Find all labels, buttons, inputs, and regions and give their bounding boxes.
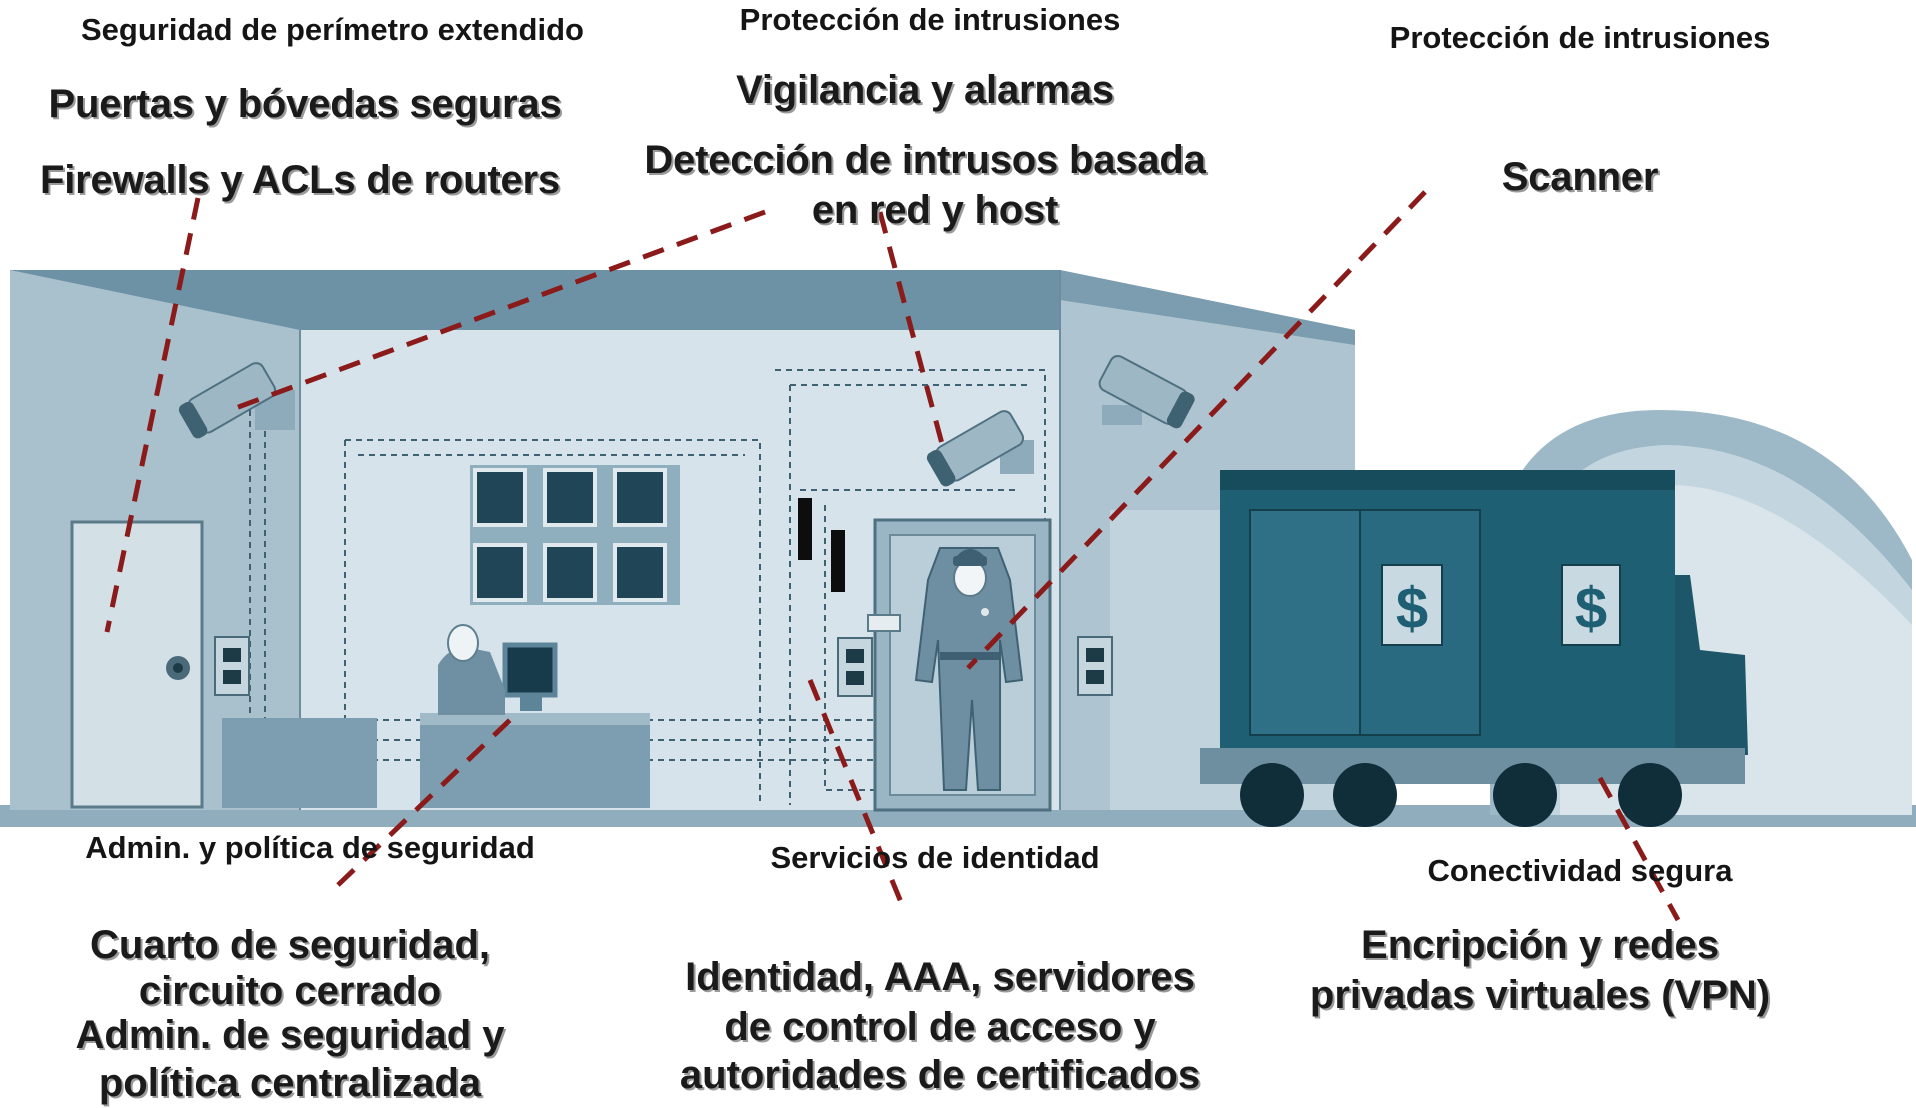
camera-center — [926, 410, 1034, 487]
label-central-admin-line2: política centralizada — [98, 1061, 482, 1105]
category-secure-connectivity: Conectividad segura — [1427, 853, 1733, 888]
category-intrusion-protection-right: Protección de intrusiones — [1389, 20, 1771, 55]
pointer-firewall — [104, 197, 201, 633]
truck-right-dollar-sign: $ — [1575, 576, 1607, 641]
label-identity-line3: autoridades de certificados — [679, 1053, 1201, 1097]
label-firewalls-acls: Firewalls y ACLs de routers — [40, 158, 560, 202]
pointer-surveillance — [224, 209, 766, 415]
left-door — [70, 520, 204, 809]
label-surveillance-alarms: Vigilancia y alarmas — [736, 68, 1114, 112]
label-secure-doors-vaults: Puertas y bóvedas seguras — [48, 82, 562, 126]
barrier-post-1 — [798, 498, 812, 560]
security-guard — [914, 547, 1024, 791]
camera-left — [178, 362, 295, 439]
category-extended-perimeter: Seguridad de perímetro extendido — [81, 12, 584, 47]
pointer-vpn — [1597, 776, 1681, 922]
pointer-identity — [807, 679, 908, 913]
category-intrusion-protection-center: Protección de intrusiones — [739, 2, 1121, 37]
label-ids-line1: Detección de intrusos basada — [644, 138, 1206, 182]
label-ids-line2: en red y host — [811, 188, 1059, 232]
keypad-center — [837, 637, 873, 697]
label-identity-line1: Identidad, AAA, servidores — [685, 955, 1195, 999]
keypad-left — [214, 636, 250, 696]
barrier-post-2 — [831, 530, 845, 592]
pointer-security-room — [336, 716, 514, 887]
category-security-admin-policy: Admin. y política de seguridad — [85, 830, 535, 865]
security-desk — [222, 624, 650, 808]
truck-left-dollar-sign: $ — [1396, 576, 1428, 641]
ground — [0, 805, 1916, 827]
keypad-right — [1077, 636, 1113, 696]
label-central-admin-line1: Admin. de seguridad y — [75, 1013, 505, 1057]
pointer-scanner — [966, 190, 1427, 670]
label-identity-line2: de control de acceso y — [724, 1005, 1156, 1049]
camera-right — [1098, 355, 1195, 429]
label-vpn-line1: Encripción y redes — [1361, 923, 1719, 967]
monitor-wall — [470, 465, 680, 605]
label-security-room-line1: Cuarto de seguridad, — [89, 923, 491, 967]
armored-truck: $ $ — [1200, 470, 1748, 827]
category-identity-services: Servicios de identidad — [770, 840, 1100, 875]
building — [10, 270, 1360, 810]
pointer-ids — [877, 211, 948, 456]
label-security-room-line2: circuito cerrado — [138, 969, 442, 1013]
label-vpn-line2: privadas virtuales (VPN) — [1309, 973, 1771, 1017]
label-scanner: Scanner — [1501, 155, 1659, 199]
pointer-lines — [104, 190, 1681, 922]
